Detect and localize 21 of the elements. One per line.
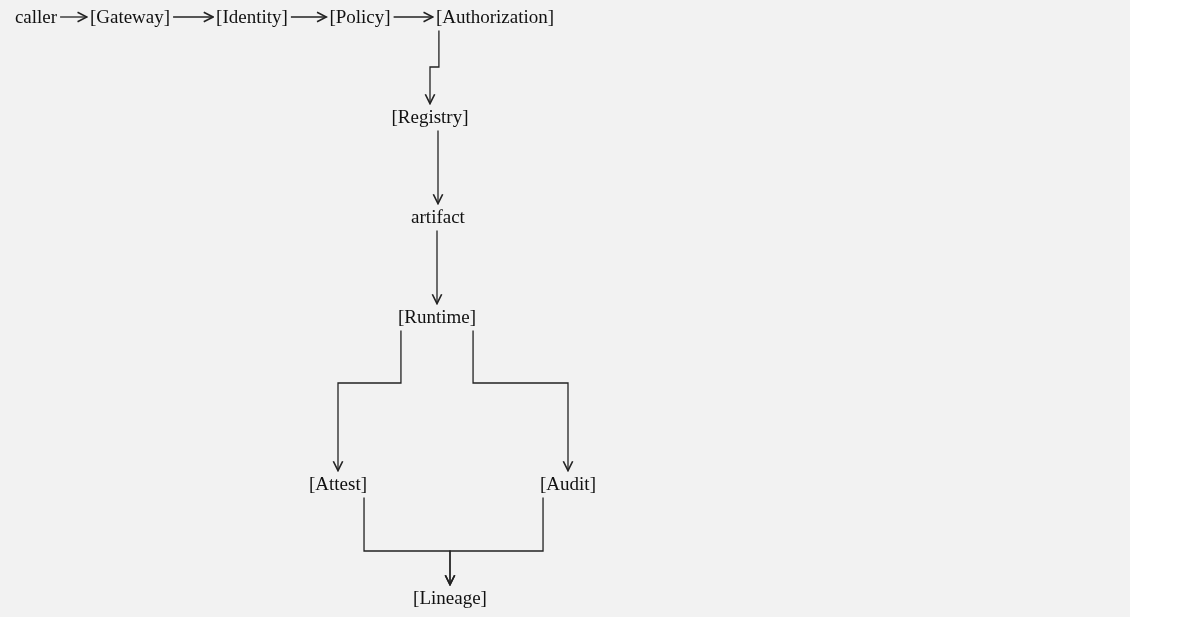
node-label: artifact (411, 205, 465, 229)
arrow (472, 329, 574, 472)
node-label: [Gateway] (89, 5, 171, 29)
arrow (432, 129, 444, 205)
arrow (444, 496, 544, 586)
arrow (172, 11, 214, 23)
node-label: [Registry] (391, 105, 469, 129)
node-label: [Identity] (216, 5, 288, 29)
node-label: [Authorization] (435, 5, 555, 29)
arrow (59, 11, 88, 23)
node-label: [Audit] (540, 472, 596, 496)
node-label: [Runtime] (397, 305, 477, 329)
arrow (290, 11, 328, 23)
node-label: caller (14, 5, 58, 29)
arrow (431, 229, 443, 305)
node-label: [Lineage] (413, 586, 487, 610)
node-label: [Attest] (309, 472, 367, 496)
arrow (424, 29, 440, 105)
node-label: [Policy] (329, 5, 391, 29)
arrow (332, 329, 402, 472)
arrow (392, 11, 434, 23)
